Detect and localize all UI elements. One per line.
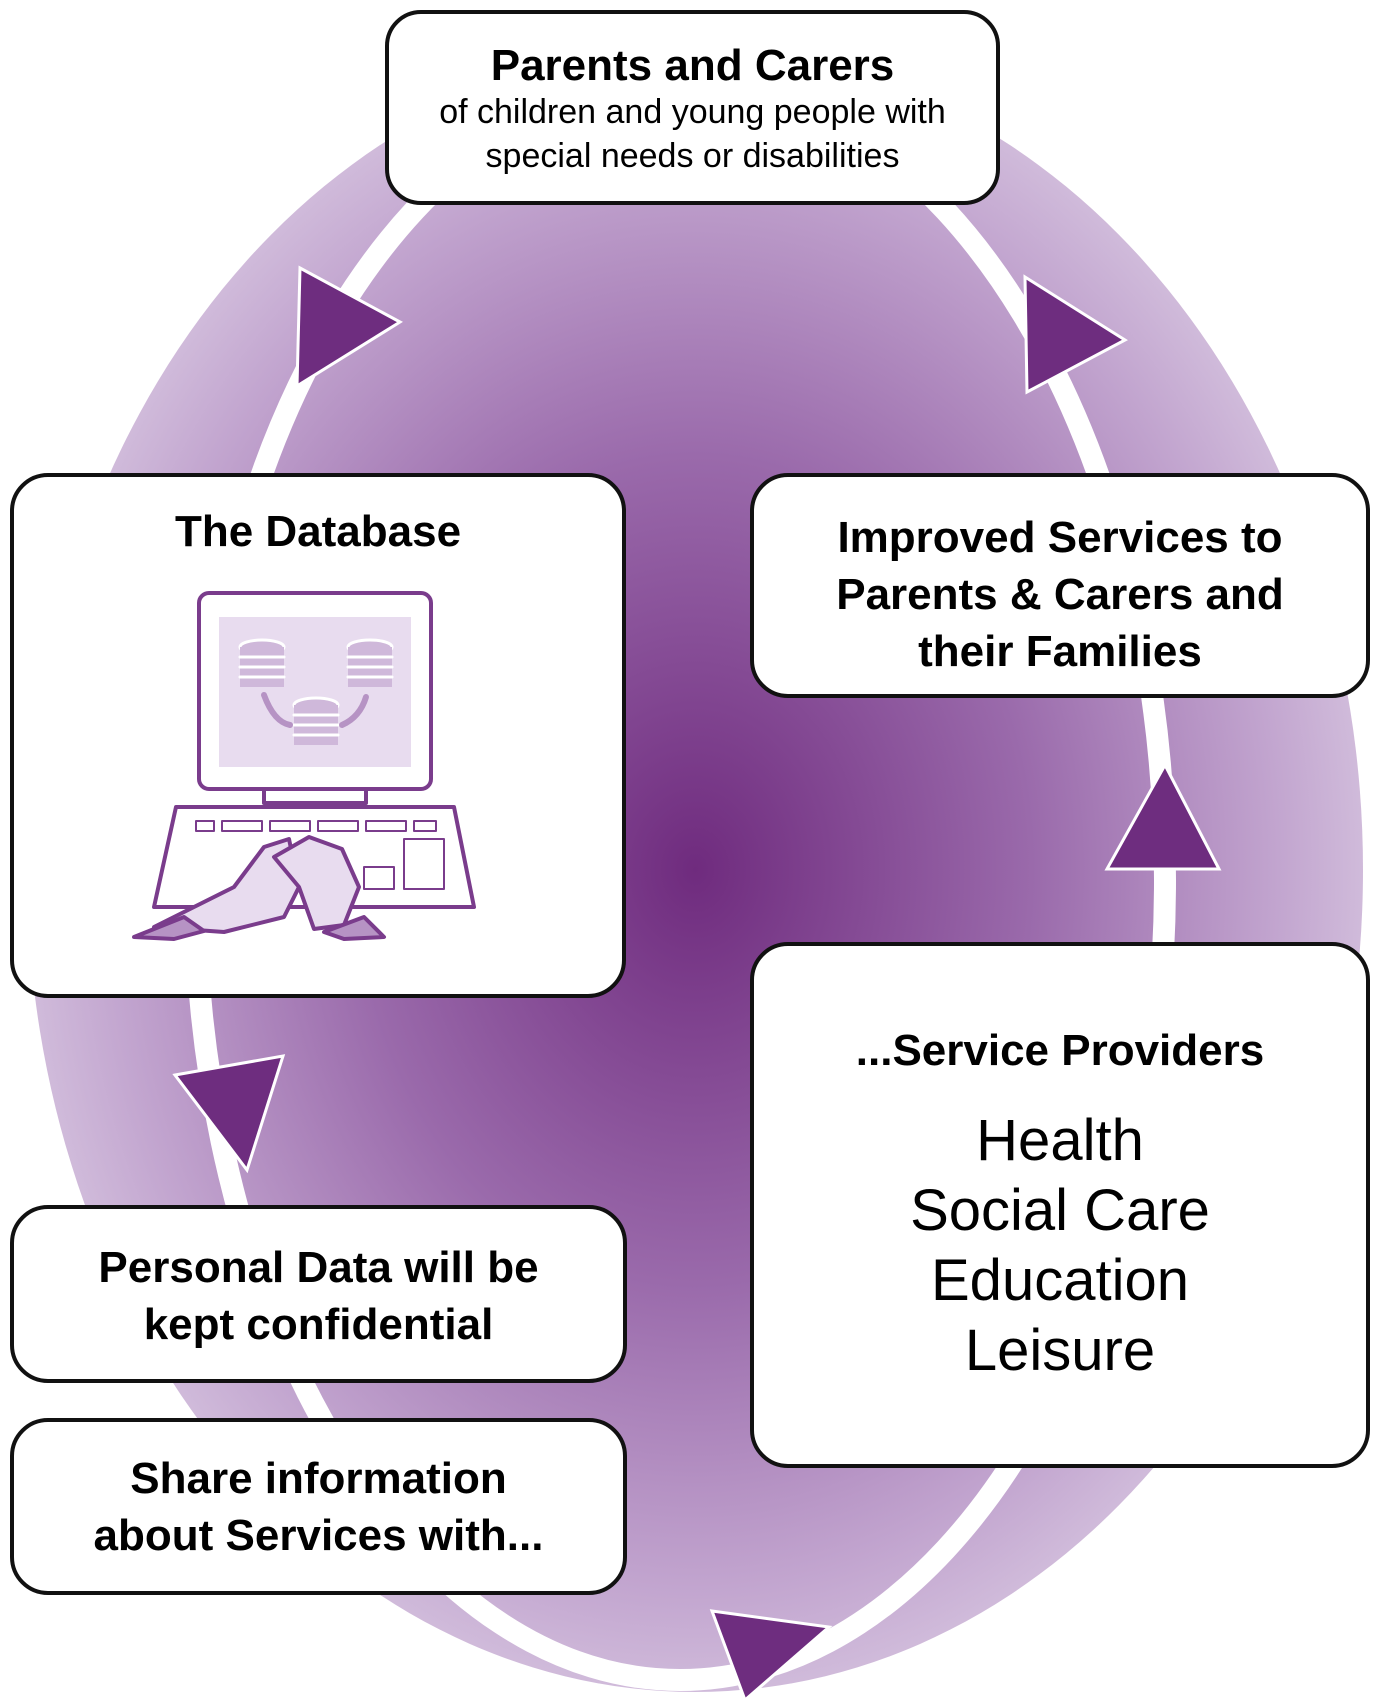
- cycle-arrow-top-left: [295, 265, 403, 389]
- database-title: The Database: [174, 507, 462, 556]
- parents-title: Parents and Carers: [490, 41, 895, 90]
- improved-line3: their Families: [918, 627, 1202, 676]
- service-providers-box: ...Service Providers Health Social Care …: [750, 942, 1370, 1468]
- parents-subtitle-line1: of children and young people with: [439, 93, 946, 131]
- share-line1: Share information: [130, 1454, 507, 1503]
- provider-item: Leisure: [964, 1318, 1156, 1383]
- parents-and-carers-box: Parents and Carers of children and young…: [385, 10, 1000, 205]
- share-information-box: Share information about Services with...: [10, 1418, 627, 1595]
- share-line2: about Services with...: [93, 1511, 544, 1560]
- database-cylinder-icon: [238, 638, 394, 745]
- provider-item: Health: [976, 1108, 1144, 1173]
- personal-data-box: Personal Data will be kept confidential: [10, 1205, 627, 1383]
- parents-subtitle-line2: special needs or disabilities: [485, 137, 900, 175]
- improved-line2: Parents & Carers and: [836, 570, 1284, 619]
- improved-services-box: Improved Services to Parents & Carers an…: [750, 473, 1370, 698]
- providers-title: ...Service Providers: [855, 1026, 1265, 1075]
- personal-line2: kept confidential: [143, 1300, 494, 1349]
- provider-item: Education: [931, 1248, 1189, 1313]
- cycle-arrow-bottom: [709, 1609, 833, 1701]
- computer-with-database-icon: [132, 591, 476, 941]
- personal-line1: Personal Data will be: [98, 1243, 539, 1292]
- providers-list: Health Social Care Education Leisure: [754, 1106, 1366, 1386]
- cycle-arrow-left-down: [172, 1054, 286, 1174]
- provider-item: Social Care: [910, 1178, 1210, 1243]
- cycle-arrow-top-right: [1023, 274, 1128, 395]
- cycle-arrow-right-up: [1104, 761, 1222, 871]
- improved-line1: Improved Services to: [837, 513, 1283, 562]
- database-box: The Database: [10, 473, 626, 998]
